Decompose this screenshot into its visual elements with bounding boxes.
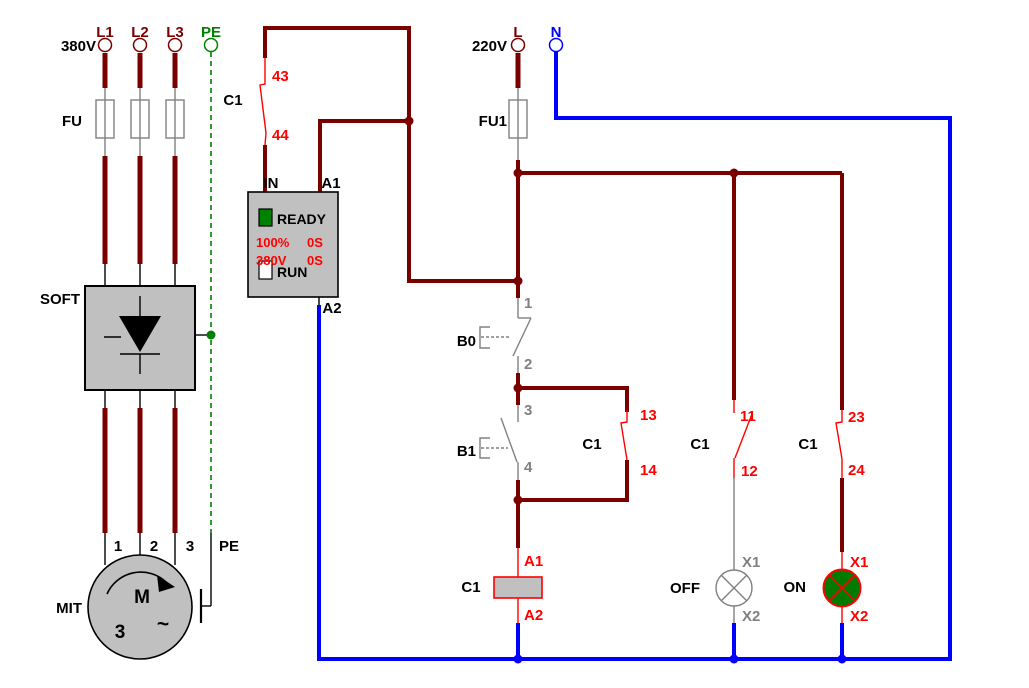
terminal-n-label: N: [551, 24, 562, 41]
coil-terminal-a1: A1: [524, 553, 543, 570]
fuse-fu: FU: [62, 99, 185, 139]
terminal-pe: [203, 37, 219, 53]
seal-contact-top: 13: [640, 407, 657, 424]
module-voltage-time: 0S: [307, 253, 323, 268]
start-button-terminal-top: 3: [524, 402, 532, 419]
junction-dot: [513, 168, 523, 178]
motor-name-label: MIT: [56, 600, 82, 617]
junction-dot: [404, 116, 414, 126]
no-contact-label: C1: [798, 436, 817, 453]
terminal-n: [548, 37, 564, 53]
nc-contact-c1-1112: 11 12 C1: [690, 173, 758, 480]
terminal-l1-label: L1: [96, 24, 114, 41]
motor-terminal-3: 3: [186, 538, 194, 555]
fuse-fu-label: FU: [62, 113, 82, 130]
bypass-contact-c1-4344: 43 44 C1: [223, 58, 289, 146]
off-lamp-label: OFF: [670, 580, 700, 597]
control-supply: 220V L N FU1: [472, 24, 564, 173]
soft-starter-block: SOFT: [40, 285, 196, 391]
module-terminal-a2: A2: [322, 300, 341, 317]
module-terminal-a1: A1: [321, 175, 340, 192]
module-ready-label: READY: [277, 211, 327, 227]
seal-contact-label: C1: [582, 436, 601, 453]
coil-terminal-a2: A2: [524, 607, 543, 624]
terminal-l1: [97, 37, 113, 53]
motor-terminal-pe: PE: [219, 538, 239, 555]
bypass-contact-bottom: 44: [272, 127, 289, 144]
nc-contact-label: C1: [690, 436, 709, 453]
stop-button-terminal-bottom: 2: [524, 356, 532, 373]
pe-junction-dot: [206, 330, 216, 340]
terminal-l2-label: L2: [131, 24, 149, 41]
motor-terminal-1: 1: [114, 538, 122, 555]
fuse-fu1: [508, 99, 528, 139]
bypass-contact-label: C1: [223, 92, 242, 109]
motor-terminal-2: 2: [150, 538, 158, 555]
module-ramp-up-value: 100%: [256, 235, 290, 250]
module-terminal-in: IN: [264, 175, 279, 192]
terminal-l2: [132, 37, 148, 53]
module-voltage-value: 380V: [256, 253, 287, 268]
soft-block-label: SOFT: [40, 291, 80, 308]
neutral-wire: [317, 52, 952, 664]
coil-label: C1: [461, 579, 480, 596]
seal-contact-bottom: 14: [640, 462, 657, 479]
terminal-l3-label: L3: [166, 24, 184, 41]
terminal-l3: [167, 37, 183, 53]
soft-starter-module: IN A1 A2 READY 100% 0S 380V 0S RUN: [247, 175, 342, 317]
motor-symbol: M 3 ~ MIT 1 2 3 PE: [56, 538, 239, 660]
coil-body: [493, 576, 543, 599]
stop-button-terminal-top: 1: [524, 295, 532, 312]
off-lamp-terminal-x2: X2: [742, 608, 760, 625]
pushbutton-actuator-icon: [479, 326, 490, 349]
motor-phase-count: 3: [115, 622, 126, 643]
pushbutton-actuator-icon: [479, 437, 490, 459]
run-led: [258, 260, 273, 280]
terminal-l-label: L: [513, 24, 522, 41]
no-contact-bottom: 24: [848, 462, 865, 479]
stop-button-label: B0: [457, 333, 476, 350]
stop-button-b0[interactable]: B0 1 2: [457, 295, 533, 388]
start-button-terminal-bottom: 4: [524, 459, 533, 476]
nc-contact-bottom: 12: [741, 463, 758, 480]
fuse-fu1-label: FU1: [479, 113, 507, 130]
off-lamp: X1 X2 OFF: [670, 478, 760, 659]
motor-ac-symbol: ~: [157, 613, 169, 636]
ready-led: [258, 208, 273, 227]
start-button-b1[interactable]: B1 3 4: [457, 383, 533, 505]
junction-dot: [513, 276, 523, 286]
module-run-label: RUN: [277, 264, 307, 280]
nc-contact-top: 11: [740, 408, 756, 425]
no-contact-c1-2324: 23 24 C1: [798, 173, 865, 479]
bypass-contact-top: 43: [272, 68, 289, 85]
seal-contact-c1-1314: 13 14 C1: [518, 386, 657, 502]
supply-voltage-label: 380V: [61, 38, 96, 55]
on-lamp-terminal-x2: X2: [850, 608, 868, 625]
motor-letter: M: [134, 587, 150, 608]
terminal-pe-label: PE: [201, 24, 221, 41]
rotation-arrowhead-icon: [157, 575, 175, 592]
on-lamp-label: ON: [784, 579, 807, 596]
on-lamp-terminal-x1: X1: [850, 554, 868, 571]
start-button-label: B1: [457, 443, 476, 460]
contactor-coil-c1: A1 A2 C1: [461, 500, 543, 659]
phase-wires: [102, 53, 178, 565]
no-contact-top: 23: [848, 409, 865, 426]
control-bus-wires: [513, 168, 842, 298]
control-voltage-label: 220V: [472, 38, 507, 55]
off-lamp-terminal-x1: X1: [742, 554, 760, 571]
module-ramp-up-time: 0S: [307, 235, 323, 250]
supply-terminals-380v: 380V L1 L2 L3 PE: [61, 24, 221, 55]
thyristor-icon: [104, 296, 161, 374]
on-lamp: X1 X2 ON: [784, 478, 868, 659]
terminal-l: [510, 37, 526, 53]
pe-wire: [195, 52, 216, 623]
soft-start-loop-wires: [263, 26, 515, 283]
